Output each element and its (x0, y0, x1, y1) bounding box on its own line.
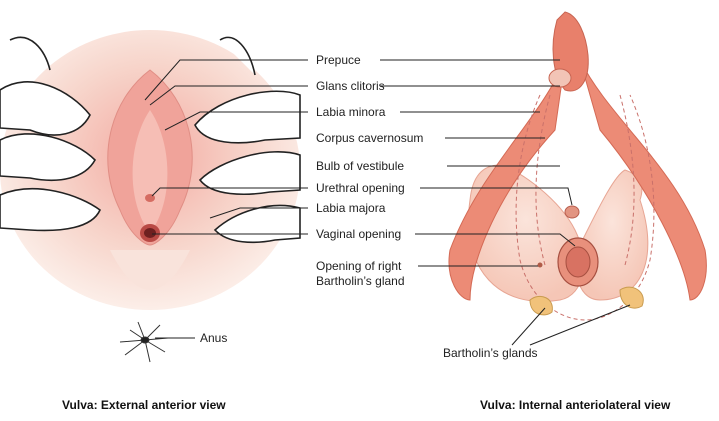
label-prepuce: Prepuce (316, 53, 361, 67)
label-glans-clitoris: Glans clitoris (316, 79, 385, 93)
label-vaginal-opening: Vaginal opening (316, 227, 402, 241)
label-opening-right-bartholin-line1: Opening of right (316, 259, 402, 273)
right-fingers (194, 36, 301, 244)
label-labia-minora: Labia minora (316, 105, 386, 119)
label-corpus-cavernosum: Corpus cavernosum (316, 131, 424, 145)
caption-internal-view: Vulva: Internal anteriolateral view (480, 398, 671, 412)
anus-illustration (119, 321, 169, 363)
internal-view-illustration (448, 11, 707, 321)
label-anus: Anus (200, 331, 228, 345)
label-opening-right-bartholin-line2: Bartholin’s gland (316, 274, 405, 288)
left-fingers (0, 36, 101, 232)
leader-lines (144, 59, 631, 346)
label-urethral-opening: Urethral opening (316, 181, 405, 195)
label-bartholins-glands: Bartholin’s glands (443, 346, 538, 360)
label-bulb-of-vestibule: Bulb of vestibule (316, 159, 405, 173)
caption-external-view: Vulva: External anterior view (62, 398, 226, 412)
label-labia-majora: Labia majora (316, 201, 386, 215)
external-view-illustration (0, 30, 301, 363)
